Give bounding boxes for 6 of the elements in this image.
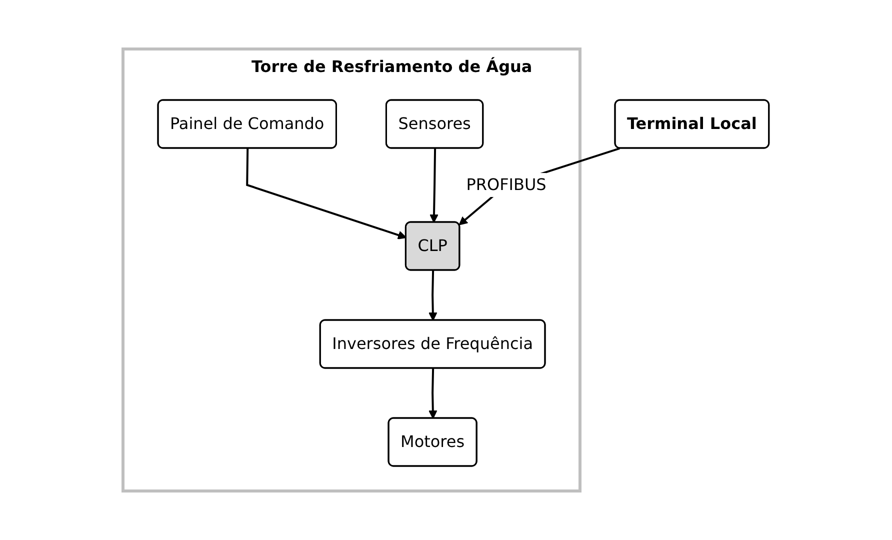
arrow — [246, 148, 407, 240]
arrow — [458, 147, 620, 226]
edge-label: PROFIBUS — [466, 174, 546, 194]
arrow — [428, 270, 438, 321]
arrow — [428, 368, 438, 419]
arrow — [430, 148, 438, 223]
